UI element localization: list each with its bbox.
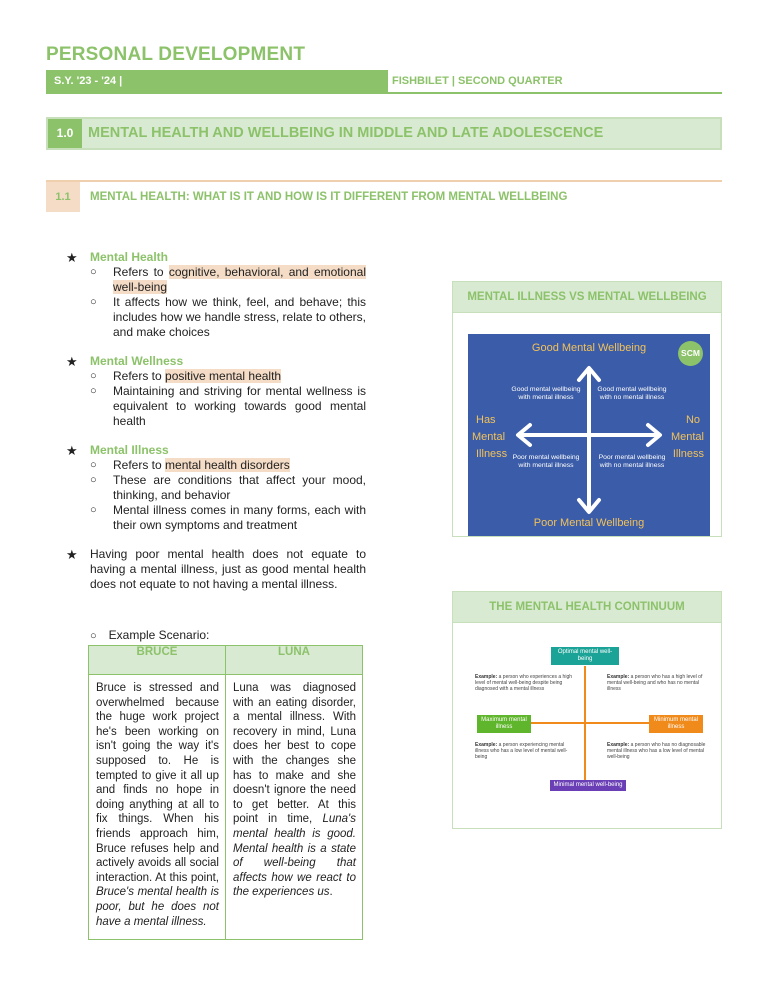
example-bottom-right: Example: a person who has no diagnosable… — [607, 742, 711, 760]
star-icon: ★ — [66, 250, 78, 265]
sub-bullet: ○ Refers to mental health disorders — [90, 458, 366, 473]
quadrant-top-right: Good mental wellbeing with no mental ill… — [597, 386, 667, 402]
bruce-cell: Bruce is stressed and overwhelmed becaus… — [88, 673, 226, 941]
example-text: a person who experiences a high level of… — [475, 674, 573, 692]
sub-bullet: ○ Mental illness comes in many forms, ea… — [90, 503, 366, 533]
circle-bullet-icon: ○ — [90, 370, 97, 382]
right-axis-line: No — [685, 414, 700, 426]
wellbeing-quadrant-chart: Good Mental Wellbeing Poor Mental Wellbe… — [468, 334, 710, 536]
example-label: Example: — [475, 674, 498, 680]
highlighted-text: positive mental health — [165, 369, 282, 383]
document-title: PERSONAL DEVELOPMENT — [46, 44, 306, 65]
example-text: a person experiencing mental illness who… — [475, 742, 568, 760]
maximum-illness-label: Maximum mental illness — [477, 715, 531, 734]
scm-logo: SCM — [678, 341, 703, 366]
header-bar: S.Y. '23 - '24 | FISHBILET | SECOND QUAR… — [46, 70, 722, 94]
example-label: Example: — [475, 742, 498, 748]
table-row: Bruce is stressed and overwhelmed becaus… — [88, 673, 363, 941]
star-icon: ★ — [66, 354, 78, 369]
bullet-mental-health: ★ Mental Health ○ Refers to cognitive, b… — [66, 250, 366, 340]
circle-bullet-icon: ○ — [90, 385, 97, 397]
sub-bullet-text: These are conditions that affect your mo… — [113, 473, 366, 502]
left-axis-line: Has — [476, 414, 496, 426]
sub-bullet: ○ These are conditions that affect your … — [90, 473, 366, 503]
highlighted-text: mental health disorders — [165, 458, 290, 472]
example-top-right: Example: a person who has a high level o… — [607, 674, 711, 692]
example-table: BRUCE LUNA Bruce is stressed and overwhe… — [88, 645, 363, 941]
example-label: Example: — [607, 674, 630, 680]
sub-bullet-text: Refers to — [113, 369, 166, 383]
example-scenario-label: ○ Example Scenario: — [90, 628, 209, 642]
circle-bullet-icon: ○ — [90, 504, 97, 516]
left-axis-label: Has Mental Illness — [472, 412, 508, 463]
example-label-text: Example Scenario: — [108, 628, 210, 642]
illness-vs-wellbeing-box: MENTAL ILLNESS VS MENTAL WELLBEING Good … — [452, 281, 722, 537]
continuum-diagram: Optimal mental well-being Maximum mental… — [470, 644, 710, 804]
bruce-text: Bruce is stressed and overwhelmed becaus… — [96, 682, 219, 884]
left-axis-line: Illness — [476, 448, 508, 460]
bullet-mental-illness: ★ Mental Illness ○ Refers to mental heal… — [66, 443, 366, 533]
star-icon: ★ — [66, 547, 78, 562]
sub-bullet-text: It affects how we think, feel, and behav… — [113, 295, 366, 339]
section-title: MENTAL HEALTH AND WELLBEING IN MIDDLE AN… — [88, 125, 604, 141]
example-top-left: Example: a person who experiences a high… — [475, 674, 579, 692]
luna-end: . — [329, 886, 333, 899]
luna-conclusion: Luna's mental health is good. Mental hea… — [233, 813, 356, 899]
sub-bullet: ○ Refers to cognitive, behavioral, and e… — [90, 265, 366, 295]
example-text: a person who has no diagnosable mental i… — [607, 742, 706, 760]
quadrant-top-left: Good mental wellbeing with mental illnes… — [511, 386, 581, 402]
bullet-heading: Mental Illness — [90, 443, 169, 457]
sub-bullet: ○ It affects how we think, feel, and beh… — [90, 295, 366, 340]
circle-bullet-icon: ○ — [90, 296, 97, 308]
sub-bullet-text: Refers to — [113, 458, 166, 472]
top-axis-label: Good Mental Wellbeing — [531, 342, 647, 354]
optimal-wellbeing-label: Optimal mental well-being — [551, 647, 619, 666]
column-header-bruce: BRUCE — [88, 645, 226, 675]
subsection-title: MENTAL HEALTH: WHAT IS IT AND HOW IS IT … — [90, 191, 568, 203]
bullet-heading: Mental Wellness — [90, 354, 184, 368]
right-axis-label: No Mental Illness — [671, 412, 704, 463]
right-axis-line: Mental — [670, 431, 704, 443]
quadrant-bottom-left: Poor mental wellbeing with mental illnes… — [512, 454, 580, 470]
bullet-heading: Mental Health — [90, 250, 169, 264]
mental-health-continuum-box: THE MENTAL HEALTH CONTINUUM Optimal ment… — [452, 591, 722, 829]
quarter-label: FISHBILET | SECOND QUARTER — [392, 75, 563, 87]
table-header-row: BRUCE LUNA — [88, 645, 363, 675]
luna-text: Luna was diagnosed with an eating disord… — [233, 682, 356, 826]
section-number: 1.0 — [48, 119, 82, 148]
bottom-axis-label: Poor Mental Wellbeing — [533, 517, 645, 529]
right-axis-line: Illness — [672, 448, 704, 460]
bullet-mental-wellness: ★ Mental Wellness ○ Refers to positive m… — [66, 354, 366, 429]
circle-bullet-icon: ○ — [90, 474, 97, 486]
circle-bullet-icon: ○ — [90, 266, 97, 278]
circle-bullet-icon: ○ — [90, 630, 97, 642]
section-1-0-banner: 1.0 MENTAL HEALTH AND WELLBEING IN MIDDL… — [46, 117, 722, 150]
luna-cell: Luna was diagnosed with an eating disord… — [225, 673, 363, 941]
sub-bullet: ○ Maintaining and striving for mental we… — [90, 384, 366, 429]
bruce-conclusion: Bruce's mental health is poor, but he do… — [96, 886, 219, 928]
sub-bullet-text: Mental illness comes in many forms, each… — [113, 503, 366, 532]
section-1-1-banner: 1.1 MENTAL HEALTH: WHAT IS IT AND HOW IS… — [46, 180, 722, 212]
circle-bullet-icon: ○ — [90, 459, 97, 471]
example-text: a person who has a high level of mental … — [607, 674, 703, 692]
column-header-luna: LUNA — [225, 645, 363, 675]
box-header: THE MENTAL HEALTH CONTINUUM — [453, 592, 721, 623]
sub-bullet-text: Refers to — [113, 265, 169, 279]
minimal-wellbeing-label: Minimal mental well-being — [550, 780, 626, 792]
quadrant-arrows — [516, 366, 662, 514]
sub-bullet-text: Maintaining and striving for mental well… — [113, 384, 366, 428]
star-icon: ★ — [66, 443, 78, 458]
example-label: Example: — [607, 742, 630, 748]
bullet-note: ★ Having poor mental health does not equ… — [66, 547, 366, 592]
box-header: MENTAL ILLNESS VS MENTAL WELLBEING — [453, 282, 721, 313]
example-bottom-left: Example: a person experiencing mental il… — [475, 742, 579, 760]
quadrant-bottom-right: Poor mental wellbeing with no mental ill… — [598, 454, 666, 470]
subsection-number: 1.1 — [46, 182, 80, 212]
left-axis-line: Mental — [472, 431, 506, 443]
school-year-label: S.Y. '23 - '24 | — [46, 70, 388, 92]
note-text: Having poor mental health does not equat… — [90, 547, 366, 591]
minimum-illness-label: Minimum mental illness — [649, 715, 703, 734]
bullet-list: ★ Mental Health ○ Refers to cognitive, b… — [66, 250, 366, 606]
sub-bullet: ○ Refers to positive mental health — [90, 369, 366, 384]
